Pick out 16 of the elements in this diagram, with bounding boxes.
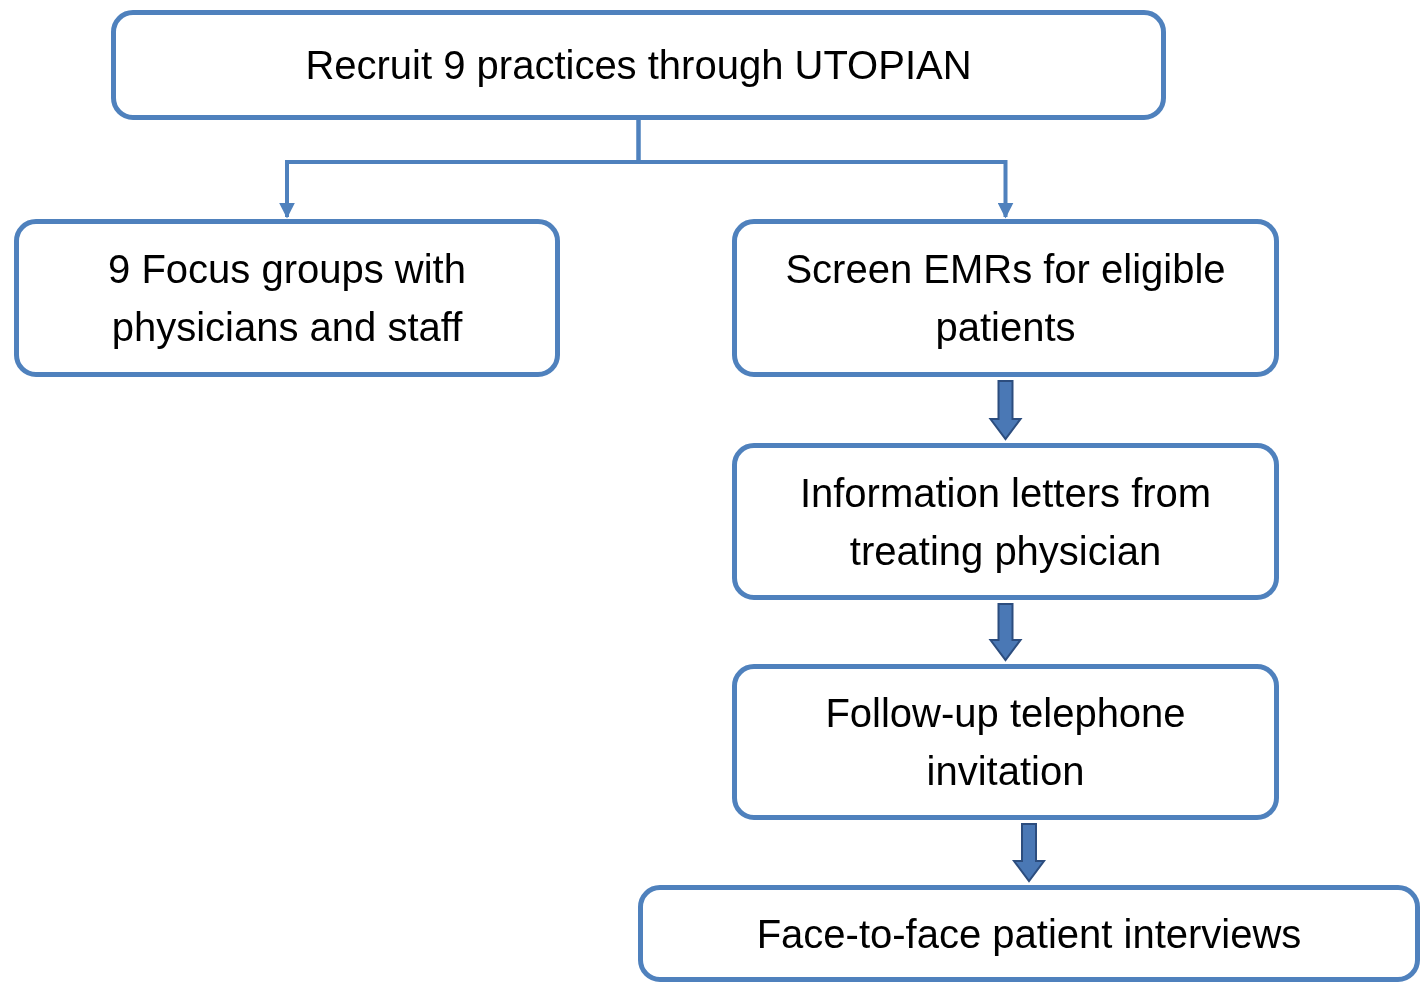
box-label: 9 Focus groups with physicians and staff <box>107 246 467 351</box>
block-arrow <box>988 380 1023 441</box>
process-box <box>14 219 560 377</box>
box-label: Screen EMRs for eligible patients <box>785 246 1226 351</box>
process-box <box>111 10 1166 120</box>
box-label: Information letters from treating physician <box>798 469 1213 575</box>
process-box <box>638 885 1420 982</box>
block-arrow <box>1012 823 1046 883</box>
block-arrow <box>988 603 1023 662</box>
process-box <box>732 443 1279 600</box>
box-label: Follow-up telephone invitation <box>824 690 1187 795</box>
box-label: Face-to-face patient interviews <box>756 910 1302 958</box>
process-box <box>732 219 1279 377</box>
arrow <box>636 120 1014 219</box>
box-label: Recruit 9 practices through UTOPIAN <box>305 42 972 89</box>
process-box <box>732 664 1279 820</box>
